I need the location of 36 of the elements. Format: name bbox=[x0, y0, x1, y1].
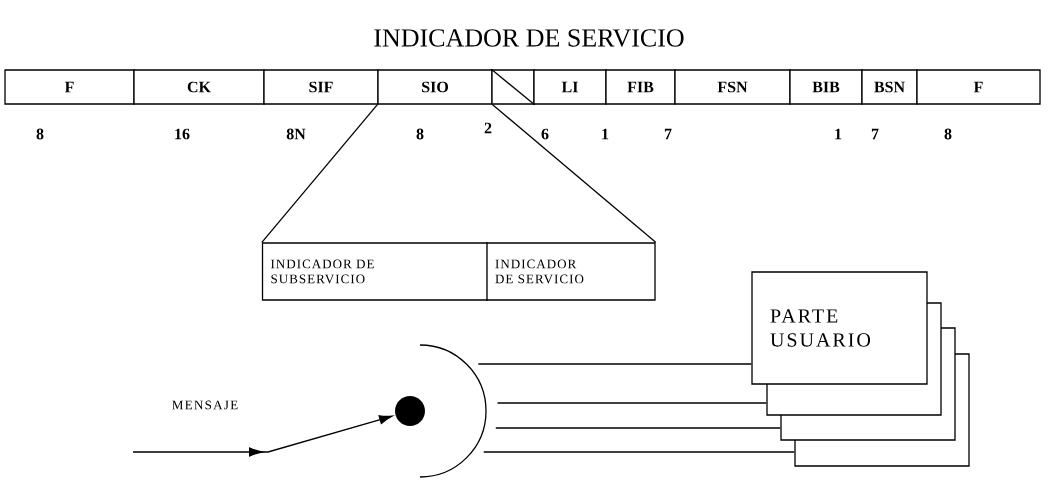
bit-count: 1 bbox=[602, 128, 609, 140]
field-cell: FIB bbox=[605, 69, 676, 105]
field-cell: F bbox=[4, 69, 135, 105]
field-cell: CK bbox=[133, 69, 265, 105]
bit-count: 8 bbox=[944, 128, 952, 140]
field-cell: BIB bbox=[789, 69, 863, 105]
field-cell: SIF bbox=[263, 69, 379, 105]
stacked-box bbox=[766, 302, 942, 416]
bit-count: 6 bbox=[541, 128, 549, 140]
bit-count: 8 bbox=[416, 128, 424, 140]
expansion-line bbox=[261, 104, 378, 243]
subfield-box: INDICADOR DE SUBSERVICIO bbox=[261, 242, 489, 301]
bit-count: 8N bbox=[286, 128, 306, 140]
field-cell: FSN bbox=[674, 69, 791, 105]
stacked-box bbox=[794, 353, 970, 467]
title: INDICADOR DE SERVICIO bbox=[374, 29, 684, 47]
bit-count: 2 bbox=[484, 122, 492, 134]
line bbox=[496, 402, 767, 404]
field-cell: BSN bbox=[861, 69, 918, 105]
expansion-line bbox=[492, 104, 657, 243]
arrow bbox=[132, 415, 393, 457]
semicircle bbox=[419, 344, 487, 478]
line bbox=[477, 363, 752, 365]
bit-count: 8 bbox=[36, 128, 44, 140]
field-cell: LI bbox=[533, 69, 607, 105]
line bbox=[483, 451, 795, 453]
user-part-box: PARTE USUARIO bbox=[751, 271, 928, 385]
slashed-cell bbox=[490, 68, 536, 106]
subfield-box: INDICADOR DE SERVICIO bbox=[486, 242, 656, 301]
message-label: MENSAJE bbox=[172, 400, 238, 410]
dot bbox=[395, 396, 425, 426]
bit-count: 7 bbox=[664, 128, 672, 140]
bit-count: 7 bbox=[871, 128, 879, 140]
bit-count: 1 bbox=[835, 128, 842, 140]
bit-count: 16 bbox=[175, 128, 190, 140]
line bbox=[495, 427, 781, 429]
